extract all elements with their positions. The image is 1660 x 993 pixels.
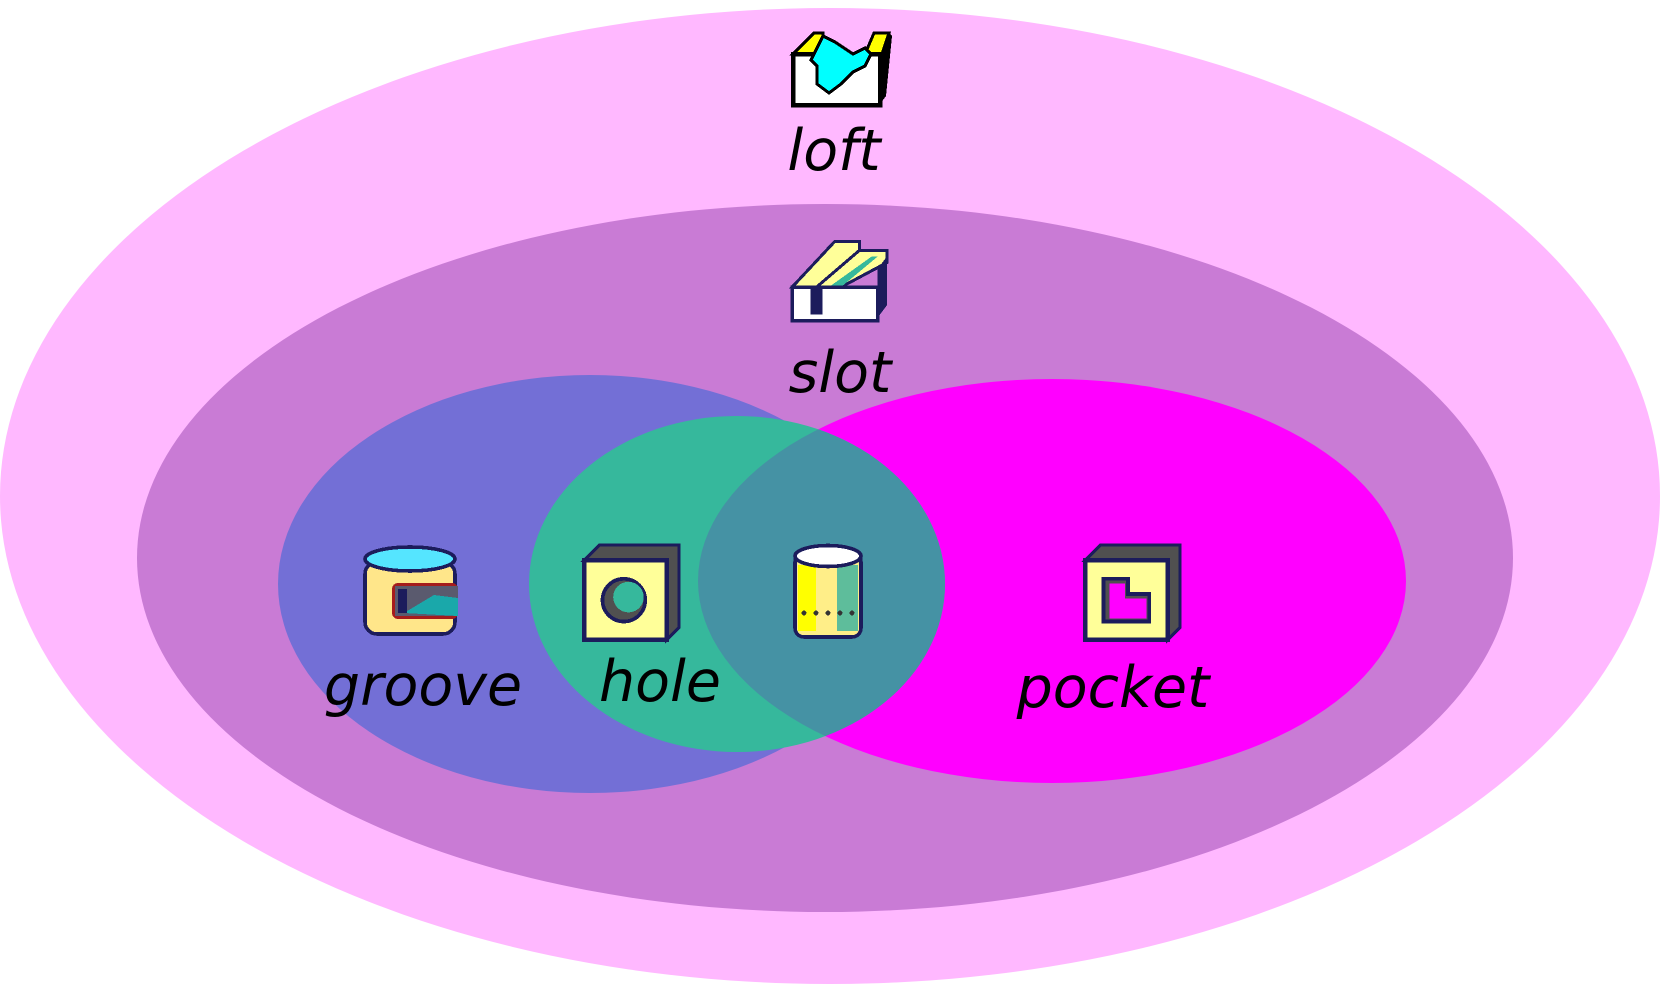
label-hole: hole [599,649,721,715]
label-groove: groove [324,653,522,719]
cylinder-hole-icon [788,538,868,646]
groove-icon [355,538,465,646]
intersection-hole-pocket [698,416,945,752]
slot-icon [786,226,896,336]
hole-icon [575,536,685,646]
pocket-icon [1076,536,1186,646]
label-slot: slot [789,340,894,406]
loft-icon [786,24,896,114]
label-pocket: pocket [1016,655,1212,721]
label-loft: loft [787,118,883,184]
